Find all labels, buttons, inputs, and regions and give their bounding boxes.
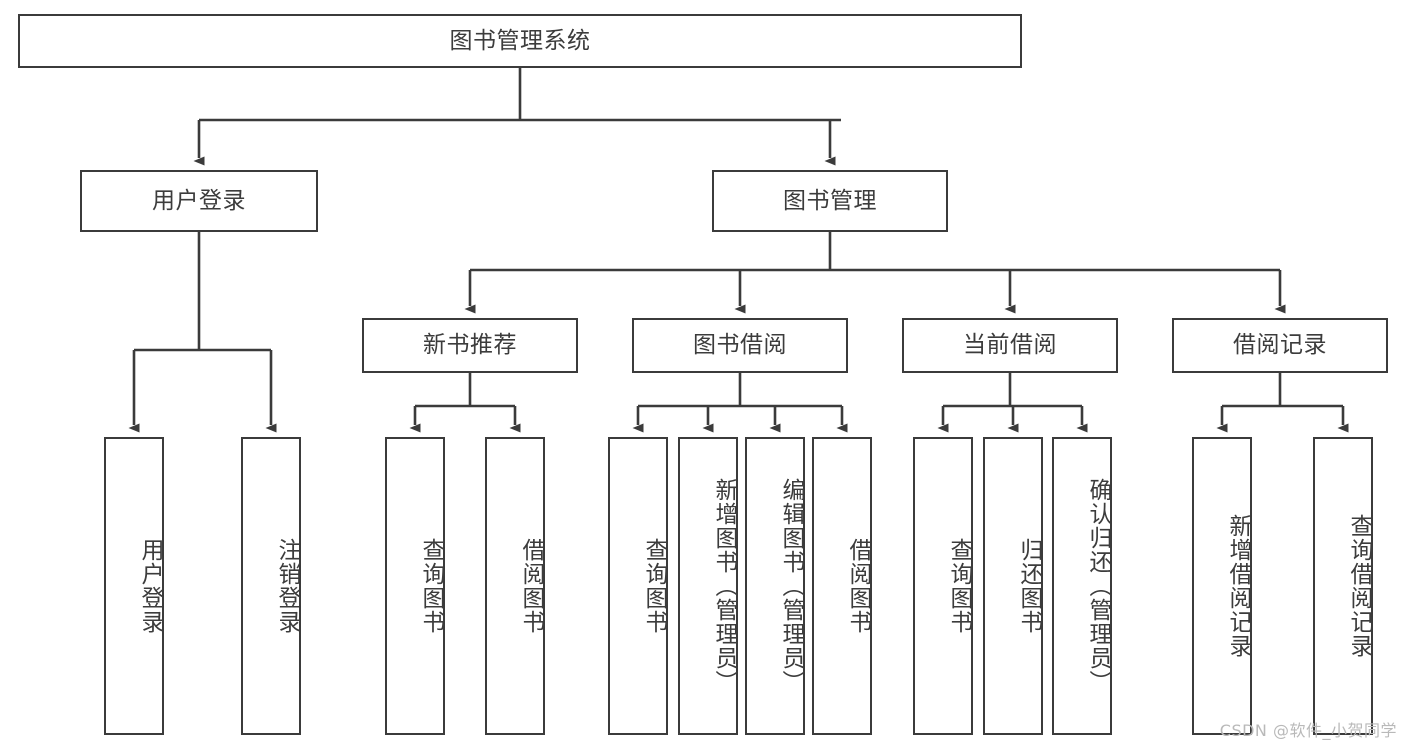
leaf-add-borrow-record[interactable]: 新增借阅记录 <box>1192 437 1252 735</box>
leaf-borrow-book-recommend[interactable]: 借阅图书 <box>485 437 545 735</box>
leaf-query-book-recommend[interactable]: 查询图书 <box>385 437 445 735</box>
node-current-borrow[interactable]: 当前借阅 <box>902 318 1118 373</box>
leaf-label: 用户登录 <box>137 538 163 634</box>
node-root-label: 图书管理系统 <box>449 27 591 54</box>
leaf-return-book[interactable]: 归还图书 <box>983 437 1043 735</box>
leaf-add-book-admin[interactable]: 新增图书（管理员） <box>678 437 738 735</box>
node-borrow-record[interactable]: 借阅记录 <box>1172 318 1388 373</box>
leaf-label: 新增借阅记录 <box>1225 514 1251 658</box>
leaf-label: 确认归还（管理员） <box>1085 478 1111 694</box>
leaf-confirm-return-admin[interactable]: 确认归还（管理员） <box>1052 437 1112 735</box>
leaf-label: 新增图书（管理员） <box>711 478 737 694</box>
node-borrow-record-label: 借阅记录 <box>1233 332 1327 359</box>
leaf-label: 查询图书 <box>641 538 667 634</box>
node-book-management[interactable]: 图书管理 <box>712 170 948 232</box>
leaf-label: 查询借阅记录 <box>1346 514 1372 658</box>
leaf-user-login[interactable]: 用户登录 <box>104 437 164 735</box>
node-book-borrow[interactable]: 图书借阅 <box>632 318 848 373</box>
leaf-label: 归还图书 <box>1016 538 1042 634</box>
node-current-borrow-label: 当前借阅 <box>963 332 1057 359</box>
node-user-login[interactable]: 用户登录 <box>80 170 318 232</box>
node-book-borrow-label: 图书借阅 <box>693 332 787 359</box>
leaf-query-book-current[interactable]: 查询图书 <box>913 437 973 735</box>
node-new-book-recommend-label: 新书推荐 <box>423 332 517 359</box>
node-book-management-label: 图书管理 <box>783 187 877 214</box>
leaf-borrow-book[interactable]: 借阅图书 <box>812 437 872 735</box>
node-root[interactable]: 图书管理系统 <box>18 14 1022 68</box>
leaf-label: 编辑图书（管理员） <box>778 478 804 694</box>
leaf-query-book-borrow[interactable]: 查询图书 <box>608 437 668 735</box>
leaf-label: 查询图书 <box>418 538 444 634</box>
leaf-label: 注销登录 <box>274 538 300 634</box>
leaf-label: 借阅图书 <box>845 538 871 634</box>
node-new-book-recommend[interactable]: 新书推荐 <box>362 318 578 373</box>
leaf-edit-book-admin[interactable]: 编辑图书（管理员） <box>745 437 805 735</box>
node-user-login-label: 用户登录 <box>152 187 246 214</box>
leaf-label: 查询图书 <box>946 538 972 634</box>
leaf-label: 借阅图书 <box>518 538 544 634</box>
leaf-query-borrow-record[interactable]: 查询借阅记录 <box>1313 437 1373 735</box>
leaf-logout[interactable]: 注销登录 <box>241 437 301 735</box>
csdn-watermark: CSDN @软件_小贺同学 <box>1219 721 1397 740</box>
